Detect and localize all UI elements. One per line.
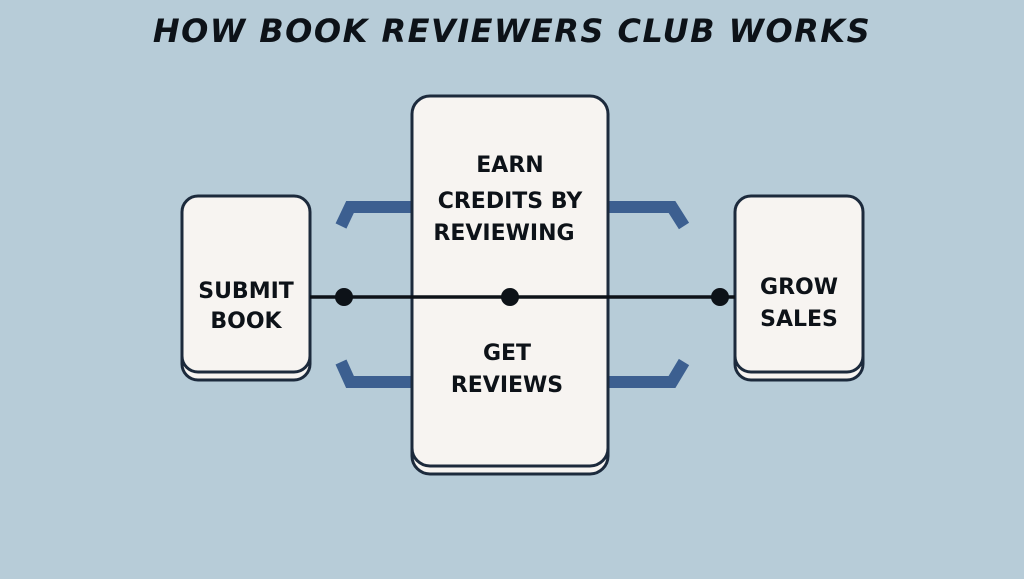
bracket-top-right [608, 201, 690, 230]
bracket-bottom-left [335, 359, 412, 388]
connector-line [310, 288, 735, 306]
reviews-line-1: GET [483, 341, 531, 366]
node-dot-left [335, 288, 353, 306]
submit-line-2: BOOK [210, 309, 282, 334]
box-submit-book: SUBMIT BOOK [180, 194, 312, 382]
node-dot-center [501, 288, 519, 306]
earn-line-2: CREDITS BY [438, 189, 584, 214]
diagram-title: HOW BOOK REVIEWERS CLUB WORKS [152, 12, 872, 50]
bracket-top-left [335, 201, 412, 229]
connector-brackets [335, 201, 690, 388]
reviews-line-2: REVIEWS [451, 373, 563, 398]
bracket-bottom-right [608, 358, 690, 388]
earn-line-1: EARN [476, 153, 543, 178]
box-grow-sales: GROW SALES [733, 194, 865, 382]
grow-line-1: GROW [760, 275, 838, 300]
submit-line-1: SUBMIT [198, 279, 294, 304]
box-center: EARN CREDITS BY REVIEWING GET REVIEWS [410, 94, 610, 476]
grow-line-2: SALES [760, 307, 838, 332]
earn-line-3: REVIEWING [433, 221, 574, 246]
node-dot-right [711, 288, 729, 306]
